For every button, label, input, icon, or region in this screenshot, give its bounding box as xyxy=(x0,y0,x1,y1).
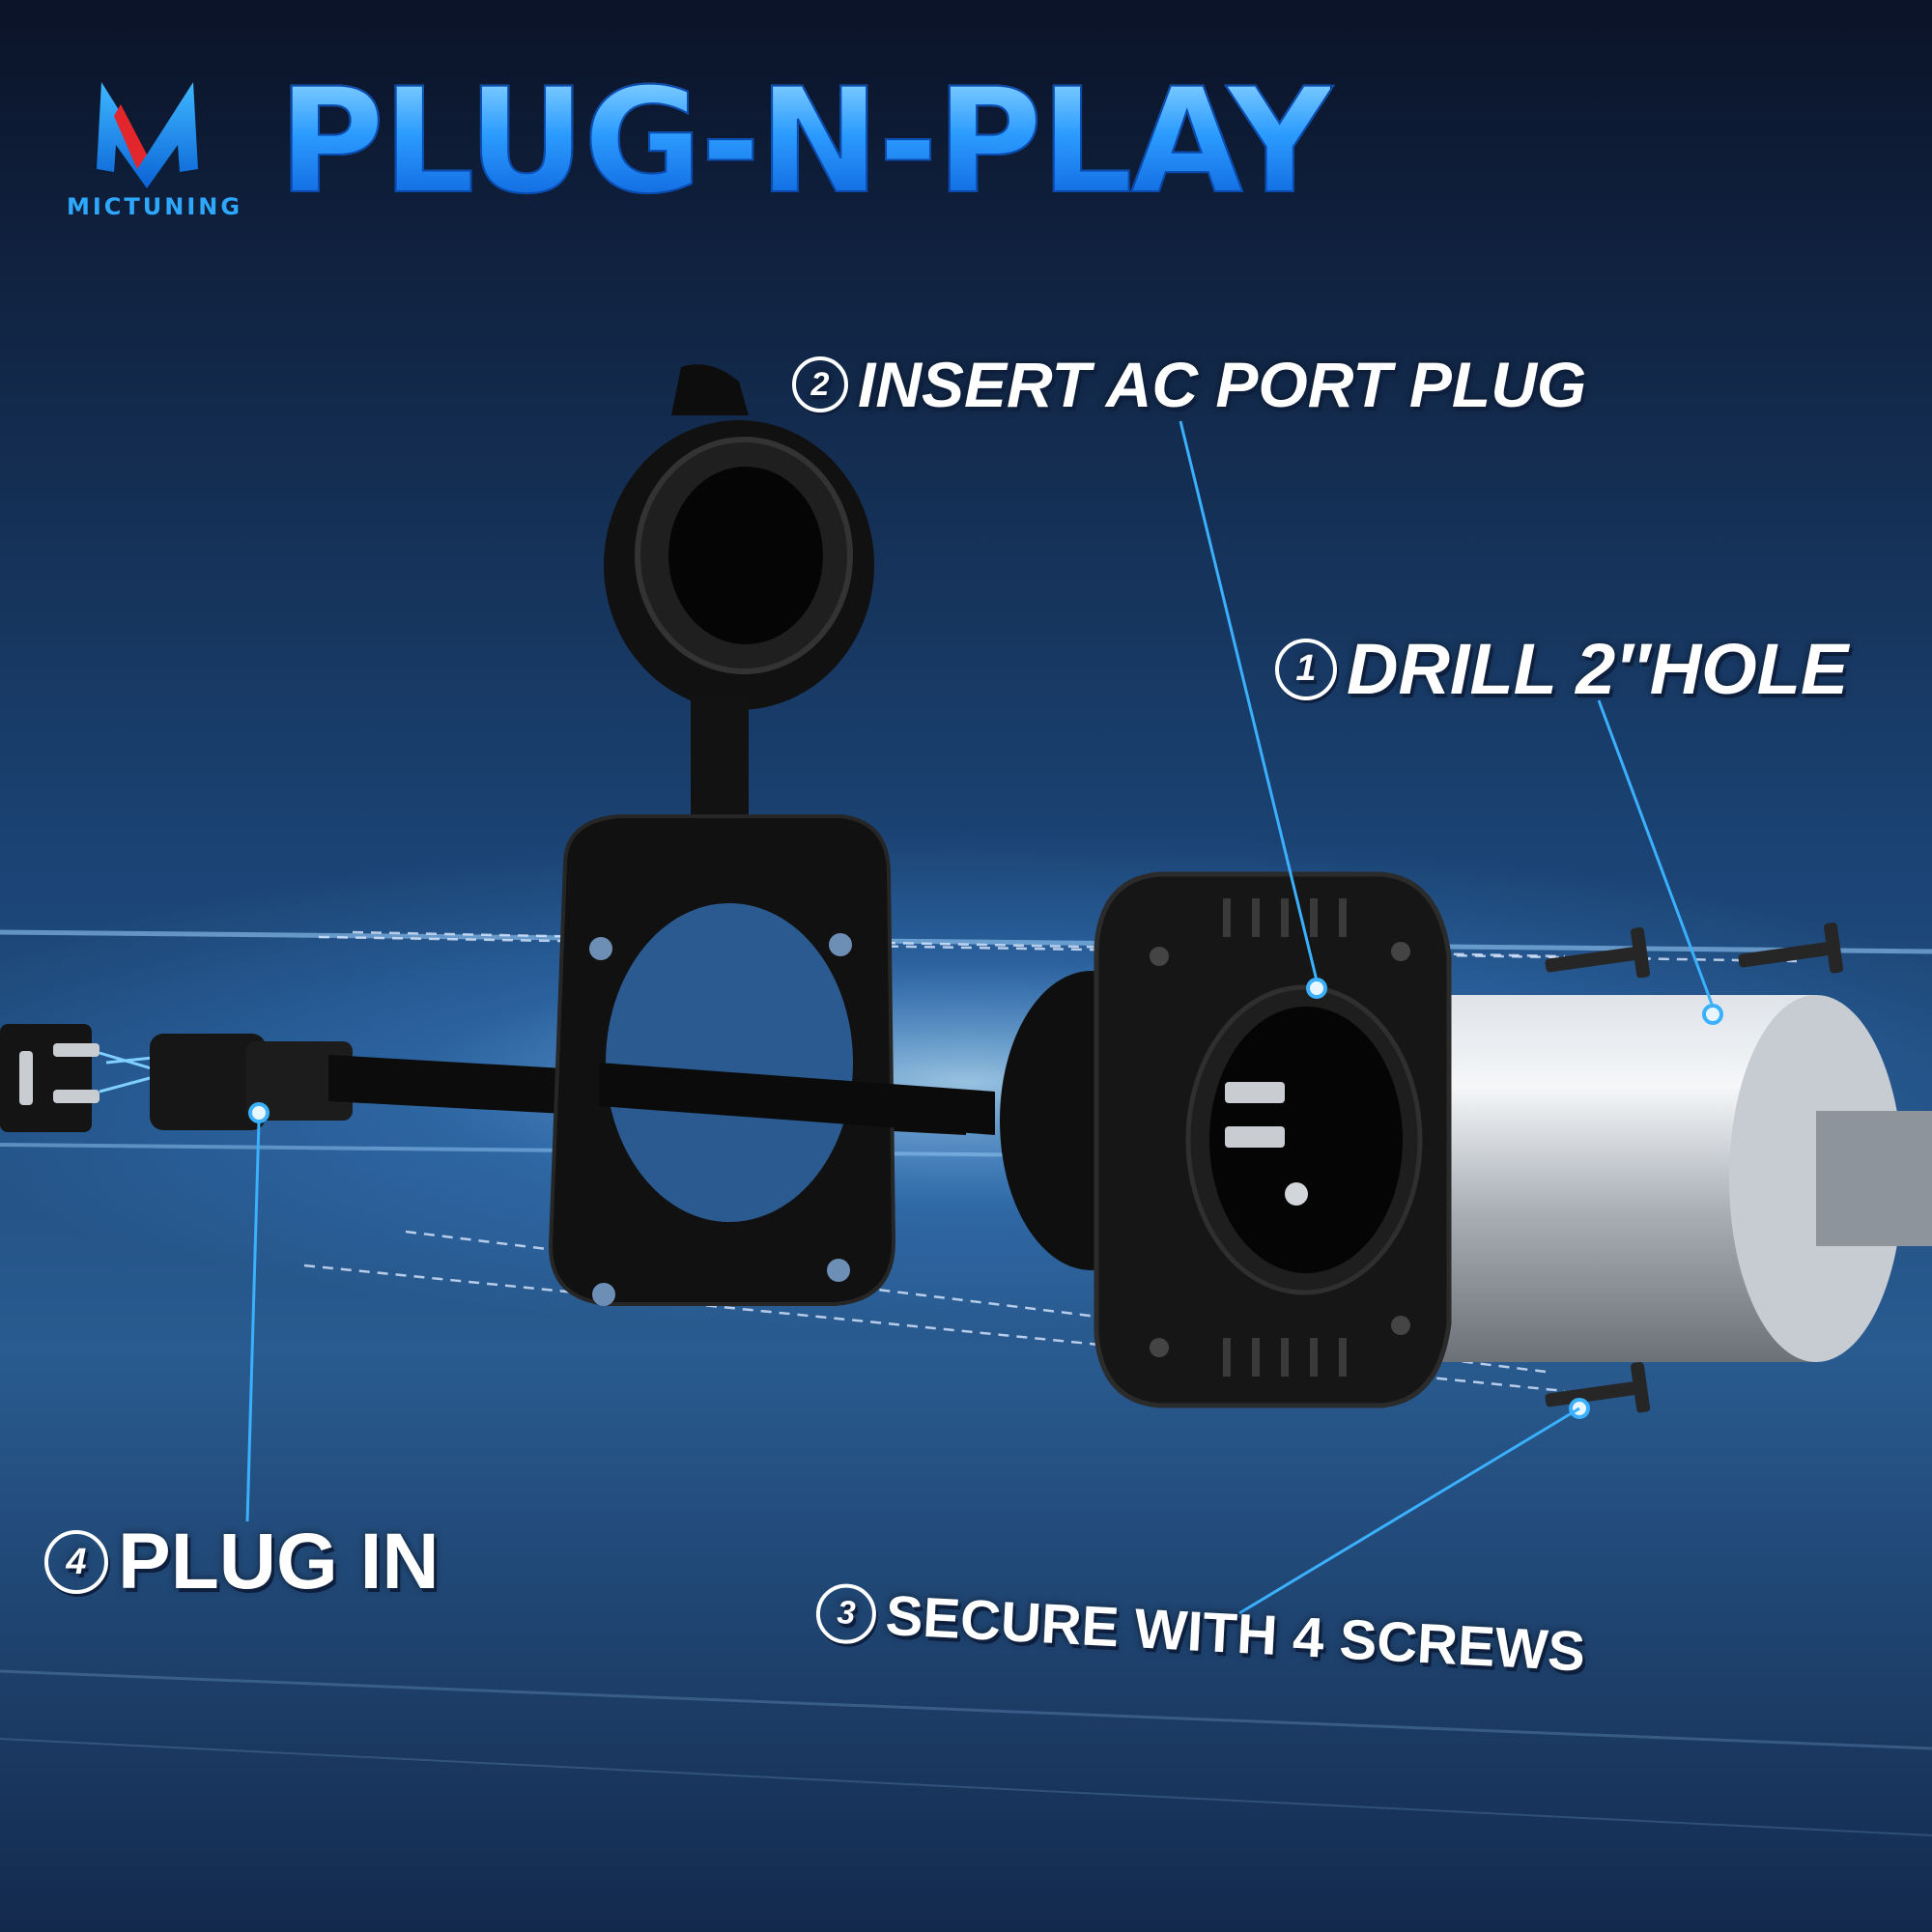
step-number: 4 xyxy=(44,1530,108,1594)
step-drill-hole: 1 DRILL 2′′HOLE xyxy=(1275,628,1848,710)
gasket-cover-icon xyxy=(548,364,896,1306)
step-number: 2 xyxy=(792,356,848,412)
power-cord xyxy=(599,1063,995,1135)
screw-icon xyxy=(1545,923,1844,1413)
step-number: 1 xyxy=(1275,638,1337,700)
step-number: 3 xyxy=(814,1581,878,1645)
mictuning-logo-icon xyxy=(97,82,198,188)
callout-lines xyxy=(245,420,1715,1615)
step-label: PLUG IN xyxy=(118,1518,440,1605)
step-label: INSERT AC PORT PLUG xyxy=(858,349,1587,420)
step-plug-in: 4 PLUG IN xyxy=(44,1517,440,1607)
hole-saw-icon xyxy=(1420,995,1932,1362)
step-label: DRILL 2′′HOLE xyxy=(1347,629,1849,709)
ac-inlet-icon xyxy=(1000,871,1452,1408)
page-title: PLUG-N-PLAY xyxy=(277,58,1333,226)
step-insert-ac-port-plug: 2 INSERT AC PORT PLUG xyxy=(792,348,1586,421)
brand-name: MICTUNING xyxy=(66,193,243,220)
